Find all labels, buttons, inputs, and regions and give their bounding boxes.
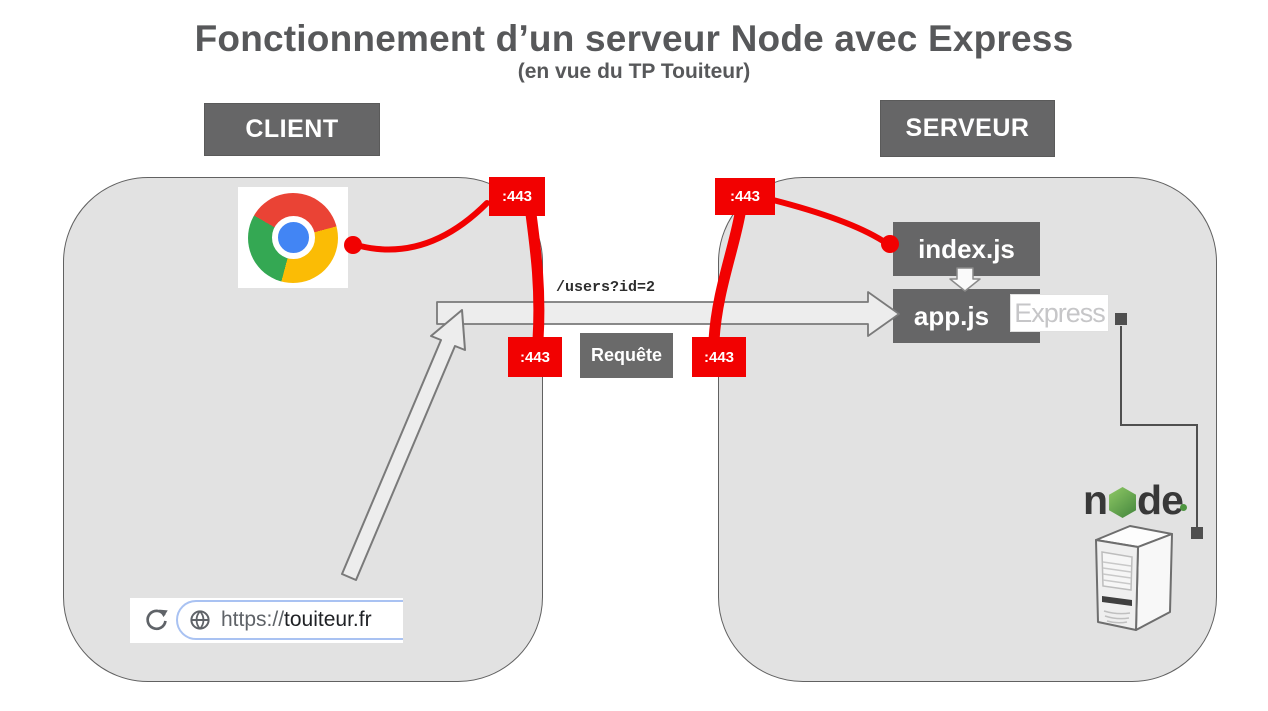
chrome-icon-ball	[248, 192, 338, 283]
port-badge-client-bottom: :443	[508, 337, 562, 377]
reload-icon	[146, 609, 168, 631]
port-badge-server-bottom: :443	[692, 337, 746, 377]
url-domain: touiteur.fr	[284, 608, 372, 631]
request-label: Requête	[580, 333, 673, 378]
chrome-icon-hub	[271, 216, 315, 259]
port-badge-client-top: :443	[489, 177, 545, 216]
page-title: Fonctionnement d’un serveur Node avec Ex…	[194, 18, 1074, 59]
request-path-label: /users?id=2	[556, 279, 656, 296]
express-logo: Express	[1010, 294, 1109, 332]
browser-url-bar: https://touiteur.fr	[130, 598, 403, 643]
server-tower-icon	[1095, 525, 1173, 631]
node-logo-text-left: n	[1083, 477, 1108, 523]
url-scheme: https://	[221, 608, 285, 631]
url-field: https://touiteur.fr	[176, 600, 403, 640]
globe-icon	[190, 610, 210, 630]
client-zone-label: CLIENT	[204, 103, 380, 156]
server-zone-label: SERVEUR	[880, 100, 1055, 157]
index-js-box: index.js	[893, 222, 1040, 276]
chrome-icon	[238, 187, 348, 288]
port-badge-server-top: :443	[715, 178, 775, 215]
page-subtitle: (en vue du TP Touiteur)	[517, 60, 751, 83]
url-text: https://touiteur.fr	[221, 608, 372, 632]
node-logo-dot	[1180, 504, 1187, 511]
